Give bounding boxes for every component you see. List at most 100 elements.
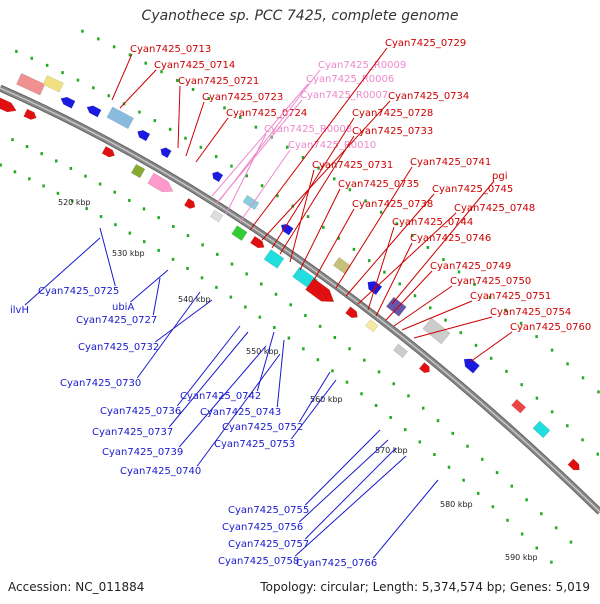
reverse-gene-label: Cyan7425_0737 [92,427,173,438]
kbp-tick-label: 570 kbp [375,446,408,455]
outer-forward-dot [230,262,234,266]
forward-leader-line [375,242,413,317]
outer-reverse-dot [566,362,569,366]
forward-leader-line [345,193,435,297]
reverse-leader-line [154,299,213,343]
forward-gene-shape [345,306,358,319]
forward-gene-label: Cyan7425_R0006 [306,74,394,85]
outer-reverse-dot [317,166,320,170]
outer-reverse-dot [97,37,100,41]
forward-gene-label: Cyan7425_0724 [226,108,307,119]
map-title: Cyanothece sp. PCC 7425, complete genome [141,8,459,24]
outer-reverse-dot [276,194,279,198]
outer-forward-dot [550,560,553,564]
forward-gene-label: Cyan7425_0751 [470,291,551,302]
outer-reverse-dot [459,331,462,335]
outer-reverse-dot [160,70,163,74]
outer-forward-dot [171,257,175,261]
outer-reverse-dot [442,258,445,262]
reverse-leader-line [196,353,281,467]
outer-reverse-dot [348,188,352,192]
outer-reverse-dot [352,247,356,251]
outer-forward-dot [113,190,116,194]
outer-reverse-dot [581,438,584,442]
forward-leader-line [313,208,355,281]
outer-forward-dot [377,370,381,374]
forward-gene-shape [130,163,146,179]
forward-gene-label: Cyan7425_0760 [510,322,591,333]
reverse-gene-label: ilvH [10,305,29,316]
reverse-leader-line [304,447,397,540]
forward-gene-label: Cyan7425_0721 [178,76,259,87]
outer-reverse-dot [367,259,371,263]
reverse-gene [511,398,527,414]
outer-forward-dot [331,369,334,373]
forward-gene [392,343,409,359]
forward-gene [263,249,285,269]
outer-reverse-dot [473,282,476,286]
outer-forward-dot [28,177,31,181]
forward-leader-line [469,331,513,363]
reverse-leader-line [298,371,331,423]
outer-reverse-dot [535,335,538,339]
backbone-highlight [0,87,600,513]
forward-gene-label: Cyan7425_0744 [392,217,473,228]
reverse-gene [16,73,46,96]
outer-forward-dot [69,166,73,170]
outer-reverse-dot [184,136,187,140]
outer-forward-dot [466,444,469,448]
kbp-tick-label: 580 kbp [440,500,473,509]
reverse-gene-label: Cyan7425_0753 [214,439,295,450]
outer-forward-dot [451,431,454,435]
outer-forward-dot [540,512,543,516]
forward-gene-label: Cyan7425_0723 [202,92,283,103]
forward-gene-label: Cyan7425_0734 [388,91,469,102]
outer-forward-dot [481,457,484,461]
outer-reverse-dot [15,49,18,53]
forward-gene-label: Cyan7425_0733 [352,126,433,137]
outer-forward-dot [11,138,14,142]
outer-reverse-dot [301,156,305,160]
forward-gene [183,198,196,209]
outer-forward-dot [55,159,58,163]
outer-forward-dot [535,546,539,550]
outer-forward-dot [403,428,407,432]
reverse-gene-shape [86,105,102,118]
outer-reverse-dot [333,177,336,181]
forward-gene-shape [305,278,335,303]
outer-reverse-dot [581,376,585,380]
outer-reverse-dot [411,234,414,238]
reverse-gene-label: Cyan7425_0727 [76,315,157,326]
outer-forward-dot [316,358,320,362]
outer-reverse-dot [519,321,523,325]
reverse-gene-shape [60,96,76,109]
forward-gene-label: pgi [492,171,507,182]
reverse-gene-shape [463,358,480,374]
outer-forward-dot [345,380,349,384]
forward-gene-label: Cyan7425_0750 [450,276,531,287]
reverse-gene-label: Cyan7425_0756 [222,522,303,533]
outer-forward-dot [229,295,233,299]
outer-forward-dot [495,471,499,475]
outer-reverse-dot [199,145,203,149]
reverse-gene-shape [332,256,351,274]
reverse-gene-shape [532,420,551,439]
outer-forward-dot [274,292,278,296]
reverse-gene-shape [567,458,580,471]
reverse-gene-label: Cyan7425_0758 [218,556,299,567]
forward-leader-line [215,99,303,205]
outer-forward-dot [392,382,395,386]
reverse-leader-line [290,379,337,440]
forward-gene-label: Cyan7425_0754 [490,307,571,318]
outer-forward-dot [554,526,558,530]
forward-gene-label: Cyan7425_0731 [312,160,393,171]
forward-gene-shape [209,209,224,223]
outer-forward-dot [407,394,410,398]
outer-reverse-dot [81,29,84,33]
reverse-gene-label: ubiA [112,302,134,313]
outer-forward-dot [506,518,509,522]
forward-leader-line [249,47,388,231]
forward-leader-line [195,117,229,163]
outer-forward-dot [244,305,247,309]
reverse-gene-label: Cyan7425_0752 [222,422,303,433]
